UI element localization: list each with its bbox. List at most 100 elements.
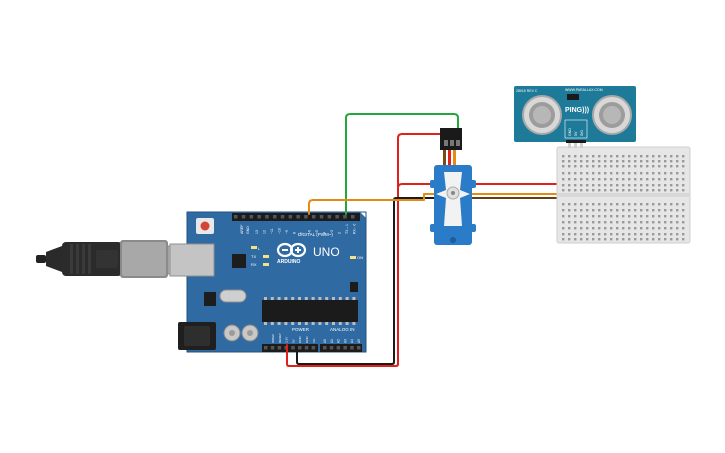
breadboard-hole[interactable] [670, 215, 673, 218]
breadboard-hole[interactable] [640, 221, 643, 224]
breadboard-hole[interactable] [676, 172, 679, 175]
breadboard-hole[interactable] [580, 209, 583, 212]
breadboard-hole[interactable] [598, 178, 601, 181]
breadboard-hole[interactable] [616, 172, 619, 175]
breadboard-hole[interactable] [604, 238, 607, 241]
breadboard-hole[interactable] [568, 209, 571, 212]
breadboard-hole[interactable] [658, 172, 661, 175]
breadboard-hole[interactable] [592, 227, 595, 230]
breadboard-hole[interactable] [652, 184, 655, 187]
digital-header[interactable] [232, 213, 360, 221]
breadboard-hole[interactable] [622, 215, 625, 218]
breadboard-hole[interactable] [592, 221, 595, 224]
breadboard-hole[interactable] [562, 203, 565, 206]
breadboard-hole[interactable] [634, 178, 637, 181]
header-pin[interactable] [249, 215, 254, 219]
breadboard-hole[interactable] [592, 184, 595, 187]
breadboard-hole[interactable] [562, 189, 565, 192]
breadboard-hole[interactable] [628, 165, 631, 168]
breadboard-hole[interactable] [568, 160, 571, 163]
breadboard-hole[interactable] [640, 178, 643, 181]
breadboard-hole[interactable] [580, 178, 583, 181]
breadboard-hole[interactable] [646, 233, 649, 236]
breadboard-hole[interactable] [586, 215, 589, 218]
breadboard-hole[interactable] [592, 172, 595, 175]
breadboard-hole[interactable] [658, 184, 661, 187]
header-pin[interactable] [336, 346, 341, 350]
breadboard-hole[interactable] [658, 221, 661, 224]
breadboard-hole[interactable] [610, 178, 613, 181]
header-pin[interactable] [265, 215, 269, 219]
breadboard-hole[interactable] [646, 203, 649, 206]
breadboard-hole[interactable] [568, 233, 571, 236]
breadboard-hole[interactable] [574, 203, 577, 206]
breadboard-hole[interactable] [598, 155, 601, 158]
breadboard-hole[interactable] [658, 209, 661, 212]
breadboard-hole[interactable] [670, 155, 673, 158]
breadboard-hole[interactable] [580, 160, 583, 163]
breadboard-hole[interactable] [676, 178, 679, 181]
breadboard-hole[interactable] [580, 238, 583, 241]
breadboard-hole[interactable] [616, 165, 619, 168]
breadboard-hole[interactable] [664, 189, 667, 192]
breadboard-hole[interactable] [664, 238, 667, 241]
breadboard-hole[interactable] [562, 172, 565, 175]
breadboard-hole[interactable] [616, 178, 619, 181]
breadboard-hole[interactable] [664, 203, 667, 206]
breadboard-hole[interactable] [634, 184, 637, 187]
breadboard-hole[interactable] [616, 227, 619, 230]
breadboard-hole[interactable] [682, 238, 685, 241]
breadboard-hole[interactable] [586, 233, 589, 236]
breadboard-hole[interactable] [568, 172, 571, 175]
breadboard-hole[interactable] [628, 189, 631, 192]
breadboard-hole[interactable] [616, 155, 619, 158]
breadboard-hole[interactable] [670, 172, 673, 175]
header-pin[interactable] [304, 346, 309, 350]
breadboard-hole[interactable] [646, 178, 649, 181]
breadboard-hole[interactable] [670, 238, 673, 241]
breadboard-hole[interactable] [568, 165, 571, 168]
breadboard-hole[interactable] [604, 178, 607, 181]
breadboard-hole[interactable] [586, 189, 589, 192]
breadboard-hole[interactable] [604, 227, 607, 230]
breadboard-hole[interactable] [682, 203, 685, 206]
breadboard-hole[interactable] [562, 209, 565, 212]
breadboard-hole[interactable] [670, 184, 673, 187]
breadboard-hole[interactable] [586, 184, 589, 187]
breadboard-hole[interactable] [658, 189, 661, 192]
breadboard-hole[interactable] [634, 165, 637, 168]
breadboard-hole[interactable] [622, 184, 625, 187]
breadboard-hole[interactable] [634, 189, 637, 192]
breadboard-hole[interactable] [598, 221, 601, 224]
breadboard-hole[interactable] [676, 221, 679, 224]
breadboard-hole[interactable] [682, 184, 685, 187]
breadboard-hole[interactable] [610, 215, 613, 218]
breadboard-hole[interactable] [616, 189, 619, 192]
breadboard-hole[interactable] [586, 172, 589, 175]
breadboard-hole[interactable] [640, 155, 643, 158]
breadboard-hole[interactable] [568, 221, 571, 224]
breadboard-hole[interactable] [604, 189, 607, 192]
breadboard-hole[interactable] [640, 203, 643, 206]
breadboard-hole[interactable] [628, 209, 631, 212]
breadboard-hole[interactable] [580, 189, 583, 192]
breadboard-hole[interactable] [628, 221, 631, 224]
breadboard-hole[interactable] [682, 233, 685, 236]
breadboard-hole[interactable] [664, 172, 667, 175]
breadboard-hole[interactable] [664, 227, 667, 230]
breadboard-hole[interactable] [628, 227, 631, 230]
analog-header[interactable] [320, 344, 362, 352]
breadboard-hole[interactable] [604, 209, 607, 212]
breadboard-hole[interactable] [640, 189, 643, 192]
breadboard-hole[interactable] [622, 165, 625, 168]
header-pin[interactable] [323, 346, 327, 350]
breadboard-hole[interactable] [568, 189, 571, 192]
breadboard-hole[interactable] [646, 172, 649, 175]
header-pin[interactable] [257, 215, 261, 219]
breadboard-hole[interactable] [634, 215, 637, 218]
breadboard-hole[interactable] [574, 189, 577, 192]
breadboard-hole[interactable] [604, 215, 607, 218]
breadboard-hole[interactable] [658, 215, 661, 218]
breadboard-hole[interactable] [574, 155, 577, 158]
breadboard-hole[interactable] [628, 215, 631, 218]
